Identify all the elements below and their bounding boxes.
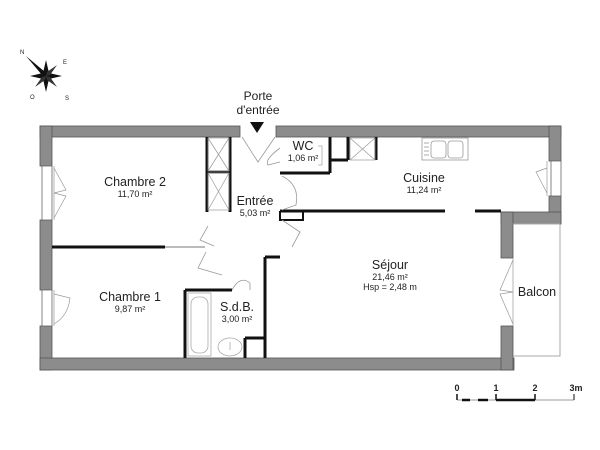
entrance-arrow-icon <box>250 122 264 133</box>
room-chambre-2: Chambre 2 11,70 m² <box>104 175 166 199</box>
compass-n: N <box>20 50 25 56</box>
room-sejour: Séjour 21,46 m² Hsp = 2,48 m <box>363 258 417 292</box>
room-name: S.d.B. <box>219 300 255 314</box>
washbasin-icon <box>217 337 243 357</box>
room-name: WC <box>292 139 314 153</box>
room-balcon: Balcon <box>518 285 556 299</box>
scale-tick-2: 2 <box>532 383 538 393</box>
room-name: Chambre 2 <box>104 175 166 189</box>
room-area: 21,46 m² <box>372 272 408 282</box>
scale-tick-0: 0 <box>454 383 460 393</box>
entrance-label-line2: d'entrée <box>236 103 280 117</box>
scale-bar <box>456 394 575 402</box>
partitions <box>52 137 501 358</box>
room-name: Séjour <box>371 258 409 272</box>
room-name: Entrée <box>236 194 274 208</box>
room-area: 11,70 m² <box>117 189 153 199</box>
compass-s: S <box>65 96 70 102</box>
scale-tick-3: 3m <box>569 383 583 393</box>
room-sdb: S.d.B. 3,00 m² <box>220 300 254 324</box>
entrance-label-line1: Porte <box>243 89 273 103</box>
room-area: 1,06 m² <box>287 153 319 163</box>
room-area: 9,87 m² <box>114 304 146 314</box>
closets <box>207 137 376 211</box>
room-name: Cuisine <box>403 171 445 185</box>
windows <box>41 160 562 327</box>
room-wc: WC 1,06 m² <box>288 139 319 163</box>
exterior-walls <box>39 125 562 371</box>
compass-rose-icon <box>26 56 62 92</box>
room-cuisine: Cuisine 11,24 m² <box>403 171 445 195</box>
bathtub-icon <box>187 292 212 357</box>
balcony-railing <box>513 223 561 357</box>
scale-tick-1: 1 <box>493 383 499 393</box>
room-area: 11,24 m² <box>406 185 442 195</box>
compass-o: O <box>30 95 35 101</box>
room-area: 3,00 m² <box>221 314 253 324</box>
window-sashes <box>53 161 548 326</box>
kitchen-sink-icon <box>421 137 469 161</box>
wc-toilet-icon <box>318 145 323 166</box>
compass-e: E <box>63 60 68 66</box>
room-name: Balcon <box>517 285 557 299</box>
room-name: Chambre 1 <box>99 290 161 304</box>
door-swings <box>197 136 301 291</box>
room-chambre-1: Chambre 1 9,87 m² <box>99 290 161 314</box>
entrance-label: Porte d'entrée <box>237 89 280 117</box>
room-area: 5,03 m² <box>239 208 271 218</box>
room-entree: Entrée 5,03 m² <box>237 194 274 218</box>
room-height: Hsp = 2,48 m <box>363 282 417 292</box>
